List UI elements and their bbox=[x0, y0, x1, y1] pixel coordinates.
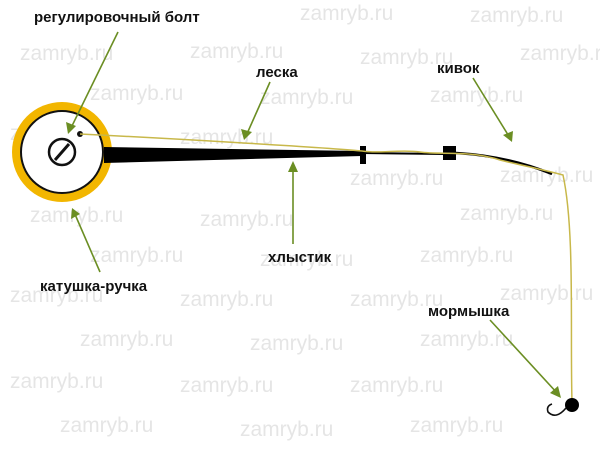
watermark-text: zamryb.ru bbox=[430, 84, 523, 107]
watermark-text: zamryb.ru bbox=[350, 374, 443, 397]
rod-thin-section bbox=[361, 152, 446, 155]
jig-head bbox=[565, 398, 579, 412]
rod-line-guide bbox=[360, 146, 366, 164]
watermark-text: zamryb.ru bbox=[500, 282, 593, 305]
watermark-text: zamryb.ru bbox=[260, 248, 353, 271]
watermark-text: zamryb.ru bbox=[470, 4, 563, 27]
reel-handle bbox=[12, 102, 112, 202]
rod-tip bbox=[104, 146, 456, 164]
watermark-text: zamryb.ru bbox=[300, 2, 393, 25]
watermark-text: zamryb.ru bbox=[90, 82, 183, 105]
arrow-reel-handle bbox=[73, 211, 101, 273]
arrowhead-rod-tip bbox=[288, 161, 298, 172]
jig bbox=[546, 398, 579, 416]
watermark-text: zamryb.ru bbox=[520, 42, 600, 65]
watermark-text: zamryb.ru bbox=[80, 328, 173, 351]
arrow-line bbox=[245, 81, 271, 137]
watermark-text: zamryb.ru bbox=[10, 284, 103, 307]
label-jig: мормышка bbox=[428, 303, 510, 320]
watermark-text: zamryb.ru bbox=[190, 40, 283, 63]
watermark-text: zamryb.ru bbox=[360, 46, 453, 69]
watermark-text: zamryb.ru bbox=[350, 167, 443, 190]
arrowhead-jig bbox=[550, 386, 561, 398]
arrow-adjusting-bolt bbox=[69, 31, 119, 131]
watermark-text: zamryb.ru bbox=[420, 244, 513, 267]
watermark-text: zamryb.ru bbox=[90, 244, 183, 267]
watermark-text: zamryb.ru bbox=[240, 418, 333, 441]
watermark-text: zamryb.ru bbox=[20, 42, 113, 65]
watermark-text: zamryb.ru bbox=[180, 374, 273, 397]
label-nod: кивок bbox=[437, 60, 480, 77]
adjusting-bolt-slot bbox=[53, 143, 71, 161]
arrowhead-nod bbox=[503, 131, 513, 142]
watermark-text: zamryb.ru bbox=[410, 414, 503, 437]
watermark-text: zamryb.ru bbox=[500, 164, 593, 187]
arrowhead-line bbox=[241, 129, 252, 140]
arrow-nod bbox=[472, 77, 511, 139]
watermark-text: zamryb.ru bbox=[350, 288, 443, 311]
watermark-text: zamryb.ru bbox=[420, 328, 513, 351]
watermark-text: zamryb.ru bbox=[460, 202, 553, 225]
label-reel-handle: катушка-ручка bbox=[40, 278, 148, 295]
watermark-layer: zamryb.ru zamryb.ru zamryb.ru zamryb.ru zamr… bbox=[10, 2, 600, 441]
watermark-text: zamryb.ru bbox=[200, 208, 293, 231]
label-rod-tip: хлыстик bbox=[268, 249, 332, 266]
jig-hook bbox=[546, 403, 567, 416]
watermark-text: zamryb.ru bbox=[180, 288, 273, 311]
label-line: леска bbox=[256, 64, 298, 81]
watermark-text: zamryb.ru bbox=[260, 86, 353, 109]
watermark-text: zamryb.ru bbox=[10, 370, 103, 393]
watermark-text: zamryb.ru bbox=[250, 332, 343, 355]
arrowhead-reel-handle bbox=[71, 208, 80, 219]
arrowhead-adjusting-bolt bbox=[66, 122, 76, 134]
watermark-text: zamryb.ru bbox=[180, 126, 273, 149]
watermark-text: zamryb.ru bbox=[60, 414, 153, 437]
label-adjusting-bolt: регулировочный болт bbox=[34, 9, 200, 26]
rod-blank bbox=[104, 147, 362, 163]
fishing-line bbox=[79, 133, 573, 403]
arrow-jig bbox=[489, 319, 559, 395]
